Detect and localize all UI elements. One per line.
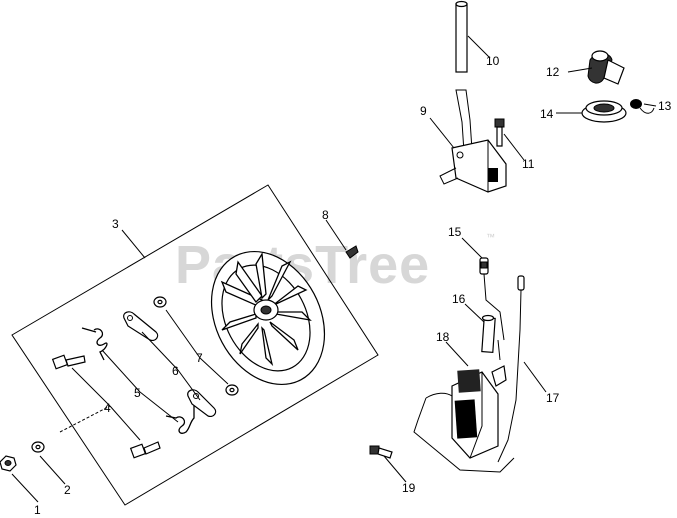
grommet	[581, 100, 627, 123]
switch-bracket	[439, 89, 507, 193]
callout-1: 1	[34, 503, 41, 517]
callout-4: 4	[104, 401, 111, 415]
callout-2: 2	[64, 483, 71, 497]
pin	[455, 0, 468, 73]
sleeve	[481, 314, 496, 354]
callout-10: 10	[486, 54, 500, 68]
callout-17: 17	[546, 391, 560, 405]
screw-11	[494, 118, 505, 147]
spring-lower	[165, 400, 195, 434]
spring-upper	[81, 327, 108, 361]
callouts: 1 2 3 4 5 6 7 8 9 10 11 12 13 14 15 16 1…	[34, 54, 672, 517]
callout-16: 16	[452, 292, 466, 306]
ignition-module	[413, 339, 515, 473]
flywheel-assembly-box	[11, 184, 379, 506]
watermark-trademark: ™	[486, 232, 495, 242]
callout-13: 13	[658, 99, 672, 113]
callout-15: 15	[448, 225, 462, 239]
leader-lines	[11, 35, 657, 503]
bolt-lower	[129, 441, 161, 459]
flywheel-key	[345, 245, 359, 259]
flywheel	[210, 250, 326, 386]
callout-11: 11	[522, 157, 535, 171]
callout-5: 5	[134, 386, 141, 400]
pawl-lower	[187, 389, 217, 417]
callout-14: 14	[540, 107, 554, 121]
callout-19: 19	[402, 481, 416, 495]
callout-6: 6	[172, 364, 179, 378]
callout-3: 3	[112, 217, 119, 231]
callout-7: 7	[196, 351, 203, 365]
bolt-upper	[51, 354, 86, 370]
spark-plug-boot	[587, 50, 625, 85]
terminal	[479, 257, 505, 341]
callout-9: 9	[420, 104, 427, 118]
screw-19	[369, 445, 393, 459]
callout-8: 8	[322, 208, 329, 222]
plug-13	[630, 99, 655, 114]
callout-12: 12	[546, 65, 560, 79]
pawl-upper	[123, 311, 159, 341]
callout-18: 18	[436, 330, 450, 344]
wire-lead	[497, 275, 525, 463]
